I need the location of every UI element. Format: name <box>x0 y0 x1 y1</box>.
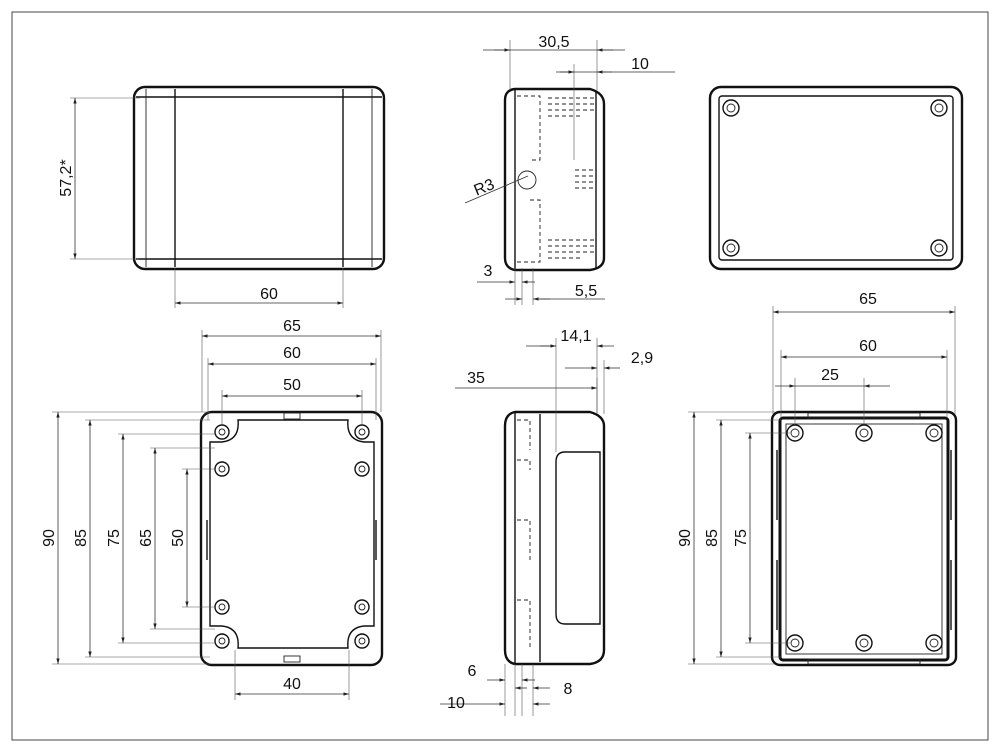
plan-h75-dim: 75 <box>106 529 123 547</box>
side-view-top: 30,5 10 R3 3 5,5 <box>464 34 675 305</box>
drawing-frame <box>11 11 989 741</box>
bottom-w60-dim: 60 <box>859 338 877 355</box>
front-view: 57,2* 60 <box>58 85 386 308</box>
side-depth-dim: 30,5 <box>538 34 569 51</box>
side-step-dim: 5,5 <box>575 283 597 300</box>
side-offset-dim: 10 <box>631 56 649 73</box>
side-wall-dim: 3 <box>484 263 493 280</box>
bottom-h75-dim: 75 <box>733 529 750 547</box>
plan-h50-dim: 50 <box>170 529 187 547</box>
front-width-dim: 60 <box>260 286 278 303</box>
plan-w65-dim: 65 <box>283 318 301 335</box>
section-d6-dim: 6 <box>468 663 477 680</box>
plan-h90-dim: 90 <box>41 529 58 547</box>
bottom-h85-dim: 85 <box>704 529 721 547</box>
plan-view: 65 60 50 40 90 85 75 65 50 <box>41 318 384 700</box>
front-height-dim: 57,2* <box>58 159 75 196</box>
bottom-w65-dim: 65 <box>859 291 877 308</box>
section-d10-dim: 10 <box>447 695 465 712</box>
plan-w40-dim: 40 <box>283 676 301 693</box>
bottom-h90-dim: 90 <box>677 529 694 547</box>
plan-w60-dim: 60 <box>283 345 301 362</box>
section-view: 35 14,1 2,9 6 8 10 <box>440 328 653 716</box>
rear-view <box>708 85 964 271</box>
section-d35-dim: 35 <box>467 370 485 387</box>
plan-h65-dim: 65 <box>138 529 155 547</box>
plan-w50-dim: 50 <box>283 377 301 394</box>
plan-h85-dim: 85 <box>73 529 90 547</box>
section-d8-dim: 8 <box>564 681 573 698</box>
bottom-w25-dim: 25 <box>821 367 839 384</box>
section-d29-dim: 2,9 <box>631 350 653 367</box>
section-d14-dim: 14,1 <box>560 328 591 345</box>
bottom-view: 65 60 25 90 85 75 <box>677 291 958 667</box>
side-radius-dim: R3 <box>472 176 497 199</box>
